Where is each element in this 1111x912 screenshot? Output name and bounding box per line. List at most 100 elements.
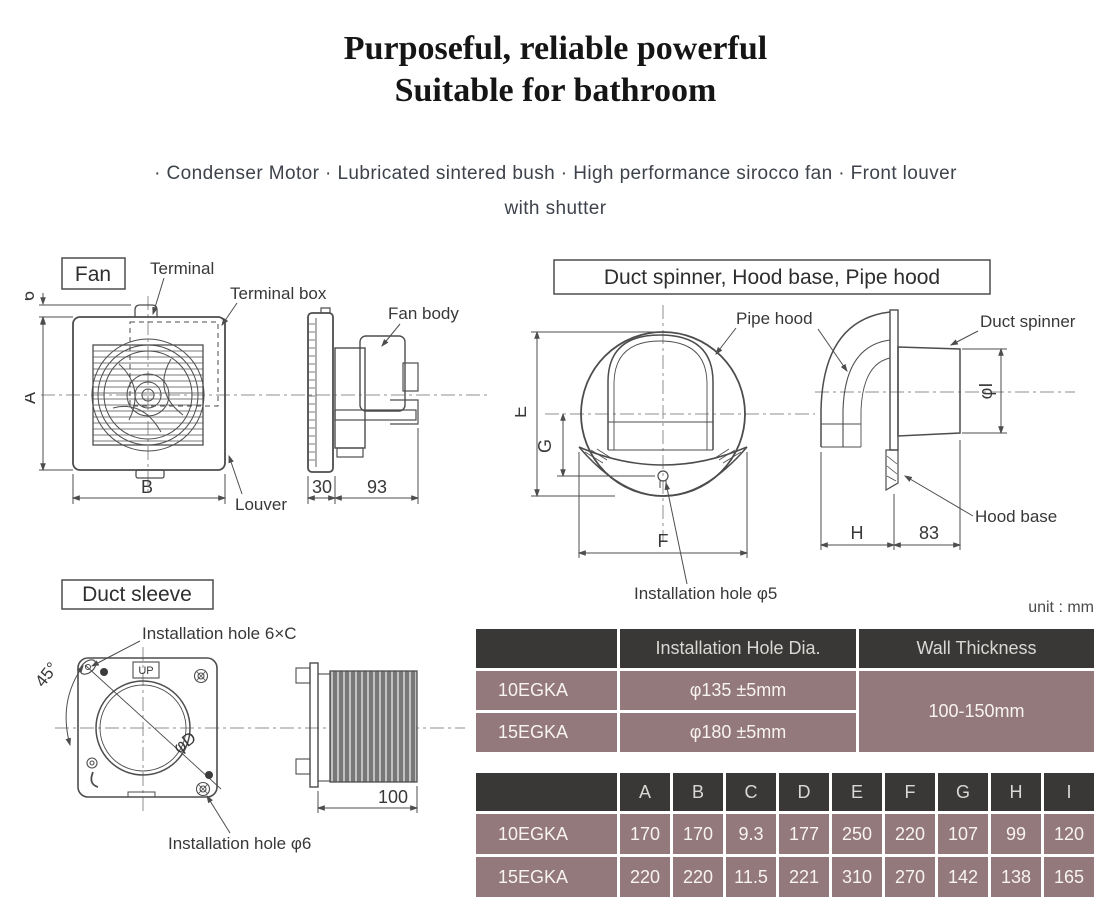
sleeve-front-view [77,657,222,798]
hood-side-view [820,309,961,492]
value-cell: φ135 ±5mm [617,668,859,713]
value-cell: 220 [617,854,673,900]
hood-leader-installation-hole [664,481,688,585]
value-cell: 170 [670,811,726,857]
sleeve-leader-hole-top [90,640,141,667]
sleeve-label-hole-bottom: Installation hole φ6 [168,834,311,853]
dim-header-h: H [988,770,1044,814]
table-row: 15EGKA 220 220 11.5 221 310 270 142 138 … [473,854,1097,900]
sleeve-label-hole-top: Installation hole 6×C [142,624,297,643]
fan-diagram: 6 A B 30 93 Fan Terminal Terminal box Fa… [25,257,487,514]
dim-header-d: D [776,770,832,814]
sleeve-diagram: Duct sleeve 4 [31,579,465,853]
fan-label-fan-body: Fan body [388,304,459,323]
value-cell: 99 [988,811,1044,857]
sleeve-dim-angle: 45° [31,659,62,691]
fan-dim-width: B [141,477,153,497]
fan-leader-terminal [152,277,165,316]
fan-label-terminal-box: Terminal box [230,284,327,303]
model-cell: 15EGKA [473,854,620,900]
fan-title-box [61,257,126,290]
value-cell: 170 [617,811,673,857]
page-title-line2: Suitable for bathroom [394,72,717,109]
value-cell: 250 [829,811,885,857]
feature-list-line1: · Condenser Motor · Lubricated sintered … [154,163,957,184]
value-cell: 270 [882,854,938,900]
fan-leader-fan-body [381,323,401,347]
feature-list: · Condenser Motor · Lubricated sintered … [0,156,1111,226]
table-row: 10EGKA 170 170 9.3 177 250 220 107 99 12… [473,811,1097,857]
fan-centerlines [41,296,487,494]
hood-dim-lower-height: G [535,439,555,453]
hood-dim-spinner-depth: 83 [919,523,939,543]
model-cell: 15EGKA [473,710,620,755]
spec-table: Installation Hole Dia. Wall Thickness 10… [473,626,1097,755]
sleeve-title-box [61,579,214,610]
sleeve-centerlines [55,647,465,811]
hood-dim-width: F [658,531,669,551]
hood-title: Duct spinner, Hood base, Pipe hood [604,266,940,289]
page-title-line1: Purposeful, reliable powerful [343,30,768,67]
dim-header-a: A [617,770,673,814]
dimension-table: A B C D E F G H I 10EGKA 170 170 9.3 177… [473,770,1097,900]
value-cell: 165 [1041,854,1097,900]
sleeve-dim-length: 100 [378,787,408,807]
fan-leader-louver [228,454,243,495]
hood-dim-hood-depth: H [851,523,864,543]
value-cell: 310 [829,854,885,900]
feature-list-line2: with shutter [504,198,607,219]
fan-dim-body-depth: 93 [367,477,387,497]
sleeve-up-mark: UP [138,665,153,677]
sleeve-dia-mark: φD [170,728,200,757]
fan-leader-terminal-box [221,302,238,326]
value-cell: 138 [988,854,1044,900]
fan-front-view [72,304,226,479]
fan-dim-terminal-offset: 6 [25,291,38,301]
dim-header-e: E [829,770,885,814]
sleeve-side-view [295,662,418,788]
hood-diagram: Duct spinner, Hood base, Pipe hood [515,259,1076,603]
sleeve-dimension-lines [316,786,419,813]
fan-dim-louver-depth: 30 [312,477,332,497]
dim-header-b: B [670,770,726,814]
hood-centerlines [545,305,1075,542]
value-cell: φ180 ±5mm [617,710,859,755]
value-cell: 177 [776,811,832,857]
sleeve-angle-arc [65,665,84,747]
value-cell: 220 [882,811,938,857]
table-row: 15EGKA φ180 ±5mm [473,710,1096,755]
hood-front-dimension-lines [531,330,749,558]
dim-header-f: F [882,770,938,814]
spec-header-hole-dia: Installation Hole Dia. [617,626,859,671]
value-cell: 9.3 [723,811,779,857]
unit-note: unit : mm [1028,599,1094,616]
hood-leader-pipe-hood-front [715,327,737,355]
spec-header-empty [473,626,620,671]
value-cell: 221 [776,854,832,900]
hood-leader-pipe-hood-side [817,328,848,372]
dim-header-empty [473,770,620,814]
hood-label-hood-base: Hood base [975,507,1057,526]
value-cell: 107 [935,811,991,857]
fan-dimension-lines [39,293,420,504]
hood-leader-duct-spinner [949,330,979,346]
hood-label-pipe-hood: Pipe hood [736,309,813,328]
hood-side-dimension-lines [819,347,1007,550]
spec-header-wall-thickness: Wall Thickness [856,626,1097,671]
sleeve-title: Duct sleeve [82,583,192,606]
fan-side-view [307,307,419,473]
model-cell: 10EGKA [473,668,620,713]
spec-table-header-row: Installation Hole Dia. Wall Thickness [473,626,1097,671]
model-cell: 10EGKA [473,811,620,857]
fan-title: Fan [75,263,111,286]
hood-title-box [553,259,991,295]
value-cell: 120 [1041,811,1097,857]
wall-thickness-cell: 100-150mm [856,668,1097,755]
hood-leader-hood-base [903,475,974,517]
hood-label-installation-hole: Installation hole φ5 [634,584,777,603]
hood-dim-overall-height: E [515,406,530,418]
hood-dim-spinner-dia: φI [976,383,996,400]
value-cell: 142 [935,854,991,900]
hood-label-duct-spinner: Duct spinner [980,312,1076,331]
